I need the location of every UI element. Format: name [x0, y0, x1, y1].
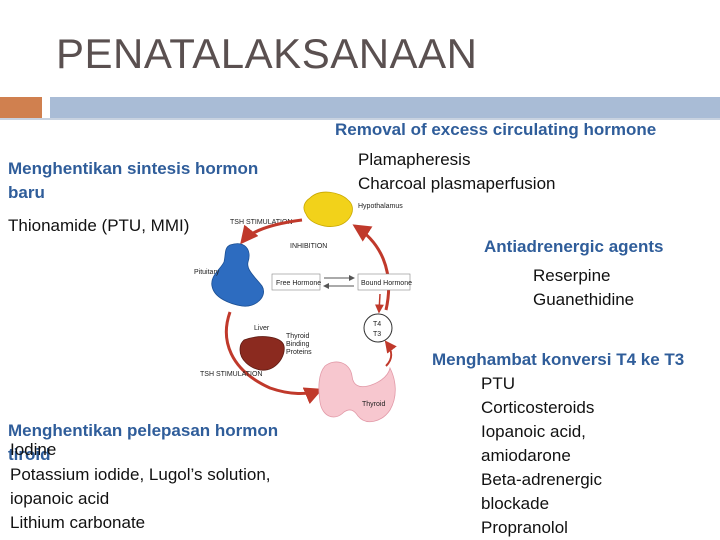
binding-proteins-label-3: Proteins — [286, 349, 312, 356]
item-plasmapheresis: Plamapheresis — [358, 150, 471, 169]
drug-iodine: Iodine — [10, 440, 57, 459]
thyroid-regulation-diagram: Hypothalamus TSH STIMULATION INHIBITION … — [194, 191, 412, 423]
item-corticosteroids: Corticosteroids — [481, 398, 595, 417]
bound-hormone-label: Bound Hormone — [361, 280, 412, 287]
hypothalamus-shape — [303, 191, 353, 227]
pituitary-shape — [211, 243, 264, 307]
free-hormone-label: Free Hormone — [276, 280, 321, 287]
drug-potassium-iodide: Potassium iodide, Lugol’s solution, — [10, 465, 271, 484]
accent-bar-orange — [0, 97, 42, 119]
heading-stop-release: Menghentikan pelepasan hormon — [8, 421, 279, 440]
t4-t3-circle — [363, 313, 393, 343]
tsh-stimulation-bottom-label: TSH STIMULATION — [200, 371, 262, 378]
tsh-stimulation-top-label: TSH STIMULATION — [230, 219, 292, 226]
binding-proteins-label-2: Binding — [286, 341, 309, 348]
item-propranolol: Propranolol — [481, 518, 568, 537]
item-charcoal: Charcoal plasmaperfusion — [358, 174, 556, 193]
thyroid-label: Thyroid — [362, 401, 385, 408]
binding-proteins-label-1: Thyroid — [286, 333, 309, 340]
divider-line — [0, 118, 720, 120]
item-amiodarone: amiodarone — [481, 446, 571, 465]
heading-stop-synthesis-line2: baru — [8, 183, 45, 202]
drug-thionamide: Thionamide (PTU, MMI) — [8, 216, 190, 235]
item-blockade: blockade — [481, 494, 550, 513]
heading-stop-release-line2: tiroid — [8, 445, 51, 464]
heading-antiadrenergic: Antiadrenergic agents — [484, 237, 664, 256]
arrow-thyroid-t4t3 — [384, 340, 397, 367]
arrow-pituitary-thyroid — [224, 311, 323, 405]
accent-bar-blue — [50, 97, 720, 119]
heading-t4-t3-conversion: Menghambat konversi T4 ke T3 — [432, 350, 685, 369]
arrow-hypothalamus-pituitary — [240, 218, 303, 245]
hypothalamus-label: Hypothalamus — [358, 203, 403, 210]
inhibition-label: INHIBITION — [290, 243, 327, 250]
t3-label: T3 — [373, 331, 381, 338]
item-beta-adrenergic: Beta-adrenergic — [481, 470, 602, 489]
page-title: PENATALAKSANAAN — [56, 30, 478, 77]
item-guanethidine: Guanethidine — [533, 290, 635, 309]
liver-label: Liver — [254, 325, 270, 332]
liver-shape — [239, 336, 285, 371]
item-reserpine: Reserpine — [533, 266, 611, 285]
drug-iopanoic-acid: iopanoic acid — [10, 489, 110, 508]
pituitary-label: Pituitary — [194, 269, 220, 276]
thyroid-shape — [318, 361, 396, 423]
heading-stop-synthesis: Menghentikan sintesis hormon — [8, 159, 259, 178]
item-iopanoic: Iopanoic acid, — [481, 422, 586, 441]
item-ptu: PTU — [481, 374, 515, 393]
arrow-inhibition — [352, 224, 391, 311]
drug-lithium: Lithium carbonate — [10, 513, 146, 532]
heading-removal: Removal of excess circulating hormone — [335, 120, 657, 139]
arrow-hormone-to-circle — [374, 293, 384, 314]
t4-label: T4 — [373, 321, 381, 328]
